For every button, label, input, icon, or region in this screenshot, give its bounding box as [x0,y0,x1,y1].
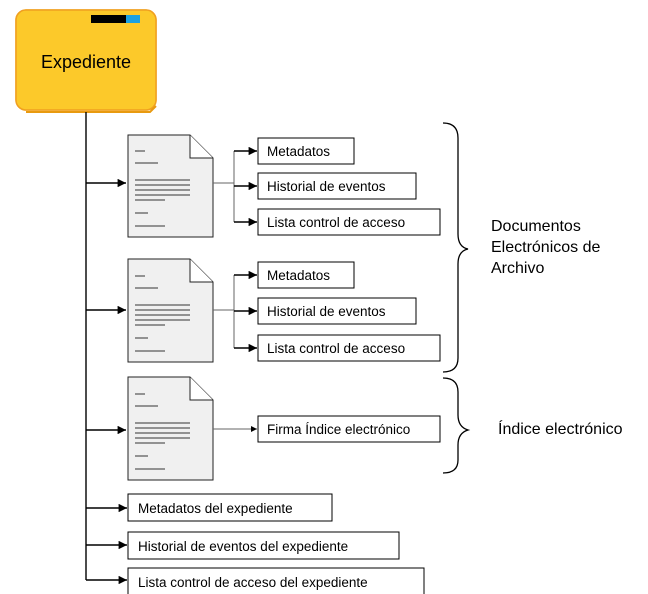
doc1-metadatos-box [257,137,355,165]
expediente-historial-label: Historial de eventos del expediente [138,539,348,554]
folder-tab-dark [91,15,126,23]
doc2-historial-label: Historial de eventos [267,304,386,319]
documents-group-label-line3: Archivo [491,260,544,277]
expediente-historial-box [127,531,400,560]
doc2-metadatos-label: Metadatos [267,268,330,283]
doc1-lista-label: Lista control de acceso [267,215,405,230]
index-brace [442,377,471,474]
documents-brace [442,122,469,373]
index-document-icon [127,376,214,481]
document-icon-1 [127,134,214,238]
document-icon-2 [127,258,214,363]
expediente-metadatos-box [127,493,333,522]
doc2-lista-box [257,334,441,362]
folder-tab-blue [126,15,140,23]
folder-icon [15,9,157,113]
index-group-label: Índice electrónico [498,419,623,438]
doc2-metadatos-box [257,261,355,289]
expediente-metadatos-label: Metadatos del expediente [138,501,293,516]
doc1-historial-label: Historial de eventos [267,179,386,194]
expediente-lista-label: Lista control de acceso del expediente [138,575,368,590]
doc2-lista-label: Lista control de acceso [267,341,405,356]
documents-group-label-line1: Documentos [491,218,581,235]
doc1-metadatos-label: Metadatos [267,144,330,159]
firma-indice-label: Firma Índice electrónico [267,422,410,437]
documents-group-label-line2: Electrónicos de [491,239,600,256]
doc1-lista-box [257,208,441,236]
doc2-historial-box [257,297,417,325]
expediente-lista-box [127,567,425,594]
firma-indice-box [257,415,441,443]
folder-title: Expediente [41,52,131,72]
doc1-historial-box [257,172,417,200]
